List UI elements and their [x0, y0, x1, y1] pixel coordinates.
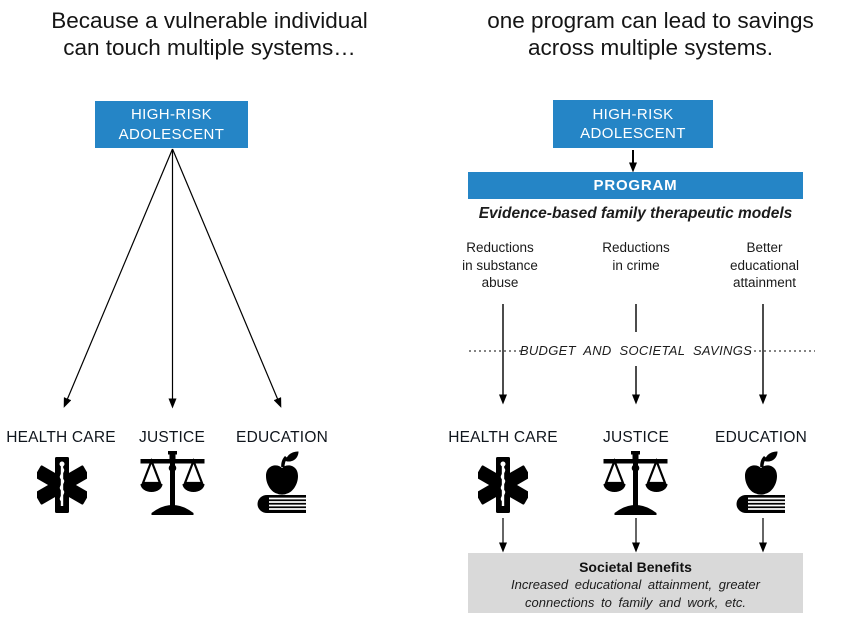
outcome-crime: Reductions in crime	[602, 240, 670, 273]
program-subtitle: Evidence-based family therapeutic models	[478, 205, 793, 222]
system-label-justice-right: JUSTICE	[603, 429, 669, 446]
system-label-health-care-left: HEALTH CARE	[6, 429, 116, 446]
high-risk-adolescent-box-right: HIGH-RISK ADOLESCENT	[553, 100, 713, 148]
system-label-health-care-right: HEALTH CARE	[448, 429, 558, 446]
budget-societal-savings-label: BUDGET AND SOCIETAL SAVINGS	[519, 343, 753, 358]
scales-of-justice-icon	[602, 451, 669, 515]
right-panel-title: one program can lead to savings across m…	[487, 8, 814, 61]
program-bar: PROGRAM	[468, 172, 803, 199]
societal-benefits-box: Societal Benefits Increased educational …	[468, 553, 803, 613]
system-label-education-left: EDUCATION	[236, 429, 328, 446]
system-label-justice-left: JUSTICE	[139, 429, 205, 446]
outcome-substance-abuse: Reductions in substance abuse	[462, 240, 538, 291]
star-of-life-icon	[37, 455, 87, 515]
left-panel-title: Because a vulnerable individual can touc…	[51, 8, 368, 61]
high-risk-adolescent-box-left: HIGH-RISK ADOLESCENT	[95, 101, 248, 148]
societal-benefits-title: Societal Benefits	[579, 559, 692, 575]
outcome-educational-attainment: Better educational attainment	[729, 240, 800, 291]
star-of-life-icon	[478, 455, 528, 515]
scales-of-justice-icon	[139, 451, 206, 515]
apple-on-book-icon	[735, 450, 787, 514]
apple-on-book-icon	[256, 450, 308, 514]
fan-arrows-left	[63, 148, 282, 409]
societal-benefits-body: Increased educational attainment, greate…	[511, 577, 760, 610]
benefit-arrows	[499, 518, 767, 553]
system-label-education-right: EDUCATION	[715, 429, 807, 446]
